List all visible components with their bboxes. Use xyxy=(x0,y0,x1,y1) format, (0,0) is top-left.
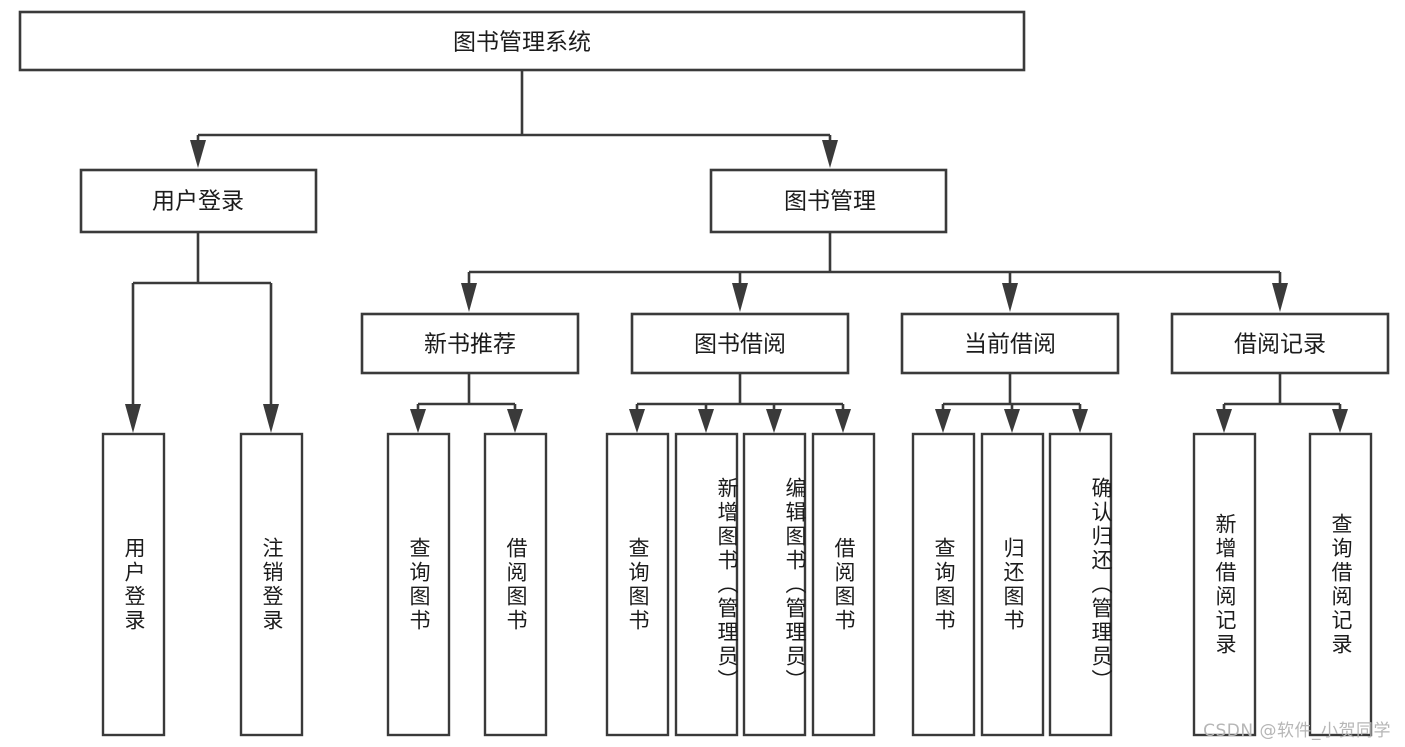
node-book-manage-box[interactable] xyxy=(709,168,948,234)
node-user-login-label: 用户登录 xyxy=(152,189,244,215)
leaf-box-cb-confirm-return[interactable] xyxy=(1048,432,1113,737)
leaf-boxes-book-borrow xyxy=(605,432,876,737)
leaf-boxes-current-borrow xyxy=(911,432,1113,737)
connector-book-borrow-to-leaves xyxy=(629,373,851,433)
arrow-to-bb-add xyxy=(698,409,714,433)
arrow-to-nb-query xyxy=(410,409,426,433)
node-new-book-recommend[interactable]: 新书推荐 xyxy=(360,312,580,375)
arrow-to-bb-query xyxy=(629,409,645,433)
connector-root-to-level2 xyxy=(190,70,838,168)
node-current-borrow[interactable]: 当前借阅 xyxy=(900,312,1120,375)
node-user-login-box[interactable] xyxy=(79,168,318,234)
leaf-box-bb-borrow-book[interactable] xyxy=(811,432,876,737)
arrow-to-user-login xyxy=(190,140,206,168)
leaf-box-bb-query-book[interactable] xyxy=(605,432,670,737)
node-new-book-recommend-box[interactable] xyxy=(360,312,580,375)
arrow-to-book-manage xyxy=(822,140,838,168)
arrow-to-bb-borrow xyxy=(835,409,851,433)
arrow-to-new-book xyxy=(461,283,477,312)
leaf-boxes-new-book-recommend xyxy=(386,432,548,737)
node-borrow-record[interactable]: 借阅记录 xyxy=(1170,312,1390,375)
node-root[interactable]: 图书管理系统 xyxy=(18,10,1026,72)
arrow-to-cb-confirm xyxy=(1072,409,1088,433)
arrow-to-cb-return xyxy=(1004,409,1020,433)
leaf-boxes-user-login xyxy=(101,432,304,737)
arrow-to-nb-borrow xyxy=(507,409,523,433)
leaf-box-nb-borrow-book[interactable] xyxy=(483,432,548,737)
leaf-boxes-borrow-record xyxy=(1192,432,1373,737)
arrow-to-leaf-user-login xyxy=(125,404,141,433)
arrow-to-book-borrow xyxy=(732,283,748,312)
node-user-login[interactable]: 用户登录 xyxy=(79,168,318,234)
node-borrow-record-label: 借阅记录 xyxy=(1234,332,1326,358)
leaf-box-user-login[interactable] xyxy=(101,432,166,737)
leaf-box-bb-edit-book[interactable] xyxy=(742,432,807,737)
leaf-box-bb-add-book[interactable] xyxy=(674,432,739,737)
node-current-borrow-label: 当前借阅 xyxy=(964,332,1056,358)
node-current-borrow-box[interactable] xyxy=(900,312,1120,375)
node-book-manage-label: 图书管理 xyxy=(784,189,876,215)
connector-user-login-to-leaves xyxy=(125,232,279,433)
node-root-label: 图书管理系统 xyxy=(453,30,591,56)
node-new-book-recommend-label: 新书推荐 xyxy=(424,332,516,358)
connector-borrow-record-to-leaves xyxy=(1216,373,1348,433)
leaf-box-br-add-record[interactable] xyxy=(1192,432,1257,737)
csdn-watermark: CSDN @软件_小贺同学 xyxy=(1203,721,1391,741)
leaf-box-logout[interactable] xyxy=(239,432,304,737)
arrow-to-leaf-logout xyxy=(263,404,279,433)
node-root-box[interactable] xyxy=(18,10,1026,72)
arrow-to-borrow-record xyxy=(1272,283,1288,312)
node-book-borrow-box[interactable] xyxy=(630,312,850,375)
leaf-box-cb-return-book[interactable] xyxy=(980,432,1045,737)
connector-new-book-to-leaves xyxy=(410,373,523,433)
arrow-to-bb-edit xyxy=(766,409,782,433)
connector-current-borrow-to-leaves xyxy=(935,373,1088,433)
node-borrow-record-box[interactable] xyxy=(1170,312,1390,375)
arrow-to-cb-query xyxy=(935,409,951,433)
arrow-to-current-borrow xyxy=(1002,283,1018,312)
arrow-to-br-query xyxy=(1332,409,1348,433)
node-book-borrow-label: 图书借阅 xyxy=(694,332,786,358)
leaf-box-nb-query-book[interactable] xyxy=(386,432,451,737)
leaf-box-cb-query-book[interactable] xyxy=(911,432,976,737)
connector-book-manage-to-level3 xyxy=(461,232,1288,312)
leaf-box-br-query-record[interactable] xyxy=(1308,432,1373,737)
node-book-manage[interactable]: 图书管理 xyxy=(709,168,948,234)
arrow-to-br-add xyxy=(1216,409,1232,433)
node-book-borrow[interactable]: 图书借阅 xyxy=(630,312,850,375)
